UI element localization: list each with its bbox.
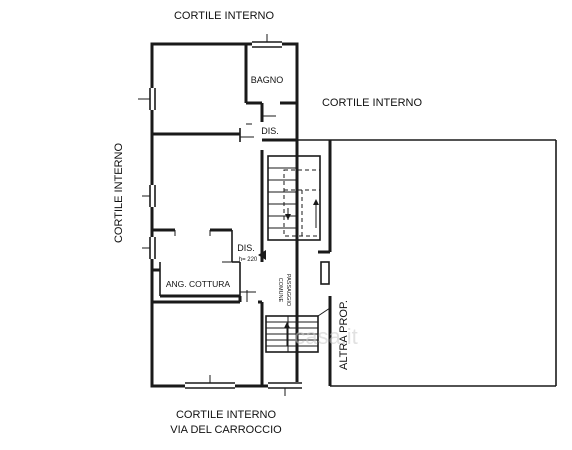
label-dis-upper: DIS.: [261, 126, 279, 136]
interior-partitions: [152, 44, 297, 386]
label-street-name: VIA DEL CARROCCIO: [170, 424, 282, 436]
apartment-outer-walls: [149, 41, 302, 389]
label-bottom-courtyard: CORTILE INTERNO: [176, 409, 276, 421]
label-bathroom: BAGNO: [251, 75, 284, 85]
door-marks: [174, 115, 276, 302]
common-passage: [258, 140, 332, 386]
watermark: casa.it: [294, 324, 358, 349]
top-bottom-windows: [185, 34, 302, 396]
label-top-courtyard: CORTILE INTERNO: [174, 10, 274, 22]
label-left-courtyard: CORTILE INTERNO: [113, 143, 125, 243]
label-right-courtyard: CORTILE INTERNO: [322, 97, 422, 109]
staircase-upper: [267, 155, 321, 241]
label-common-passage-2: COMUNE: [277, 278, 283, 303]
staircase-lower: [265, 307, 331, 353]
left-wall-windows: [138, 88, 156, 259]
label-common-passage: PASSAGGIO: [285, 274, 291, 307]
label-other-property: ALTRA PROP.: [338, 300, 350, 370]
label-kitchen-corner: ANG. COTTURA: [166, 279, 231, 289]
other-property-outline: [296, 44, 557, 387]
label-dis-lower: DIS.: [237, 243, 255, 253]
label-dis-lower-area: h= 220: [239, 257, 258, 263]
